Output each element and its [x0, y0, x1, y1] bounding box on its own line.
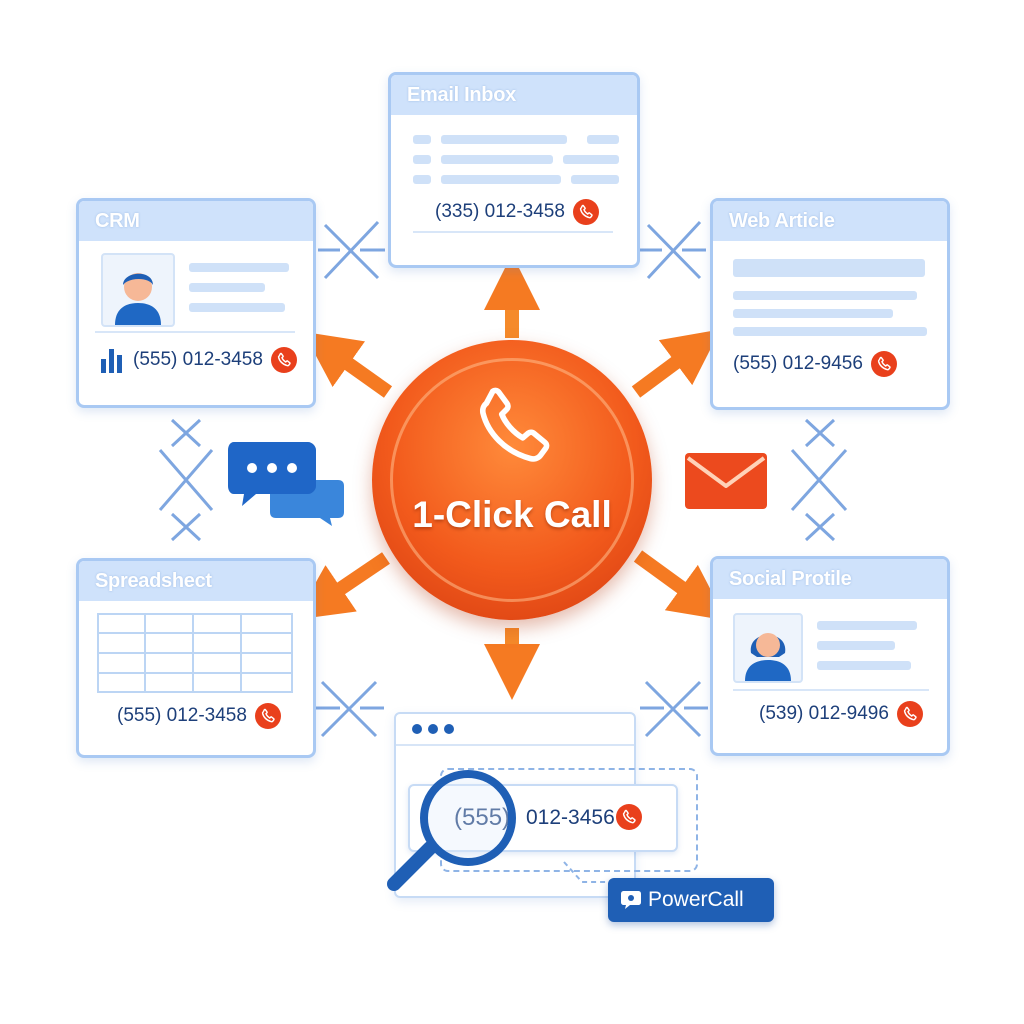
phone-number: (555) 012-3458 — [117, 705, 247, 726]
call-icon[interactable] — [572, 199, 599, 225]
one-click-call-button[interactable]: 1-Click Call — [372, 340, 652, 620]
detected-phone-field[interactable]: (555) 012-3456 — [408, 784, 678, 852]
phone-number: (555) 012-3458 — [133, 349, 263, 370]
phone-area-code: (555) — [454, 804, 510, 832]
avatar-icon — [115, 273, 161, 325]
call-icon[interactable] — [270, 347, 297, 373]
card-title: Social Protile — [713, 559, 947, 599]
call-icon[interactable] — [870, 351, 897, 377]
bar-chart-icon — [101, 349, 122, 373]
powercall-logo-icon — [621, 891, 641, 909]
arrow-down-right — [633, 550, 727, 621]
email-inbox-card[interactable]: Email Inbox (335) 012-3458 — [388, 72, 640, 268]
card-title: CRM — [79, 201, 313, 241]
call-icon[interactable] — [254, 703, 281, 729]
card-title: Spreadshect — [79, 561, 313, 601]
phone-number: (555) 012-9456 — [733, 353, 863, 374]
crm-card[interactable]: CRM (555) 012-3458 — [76, 198, 316, 408]
card-title: Web Article — [713, 201, 947, 241]
avatar-icon — [745, 633, 791, 681]
envelope-icon — [685, 453, 767, 509]
spreadsheet-grid — [97, 613, 293, 693]
phone-row[interactable]: (555) 012-9456 — [733, 351, 897, 377]
avatar — [733, 613, 803, 683]
call-icon[interactable] — [896, 701, 923, 727]
badge-connector — [563, 861, 616, 883]
phone-number: (335) 012-3458 — [435, 201, 565, 222]
social-profile-card[interactable]: Social Protile (539) 012-9496 — [710, 556, 950, 756]
arrow-down-left — [294, 552, 390, 620]
powercall-badge[interactable]: PowerCall — [608, 878, 774, 922]
phone-row[interactable]: (539) 012-9496 — [759, 701, 923, 727]
avatar — [101, 253, 175, 327]
phone-row[interactable]: (555) 012-3458 — [117, 703, 281, 729]
card-title: Email Inbox — [391, 75, 637, 115]
phone-icon — [479, 387, 550, 462]
phone-row[interactable]: (555) 012-3458 — [133, 347, 297, 373]
phone-number: 012-3456 — [526, 806, 615, 829]
phone-number: (539) 012-9496 — [759, 703, 889, 724]
magnifier-icon — [387, 770, 516, 891]
powercall-label: PowerCall — [648, 888, 744, 911]
call-icon[interactable] — [616, 804, 642, 830]
web-article-card[interactable]: Web Article (555) 012-9456 — [710, 198, 950, 410]
center-label: 1-Click Call — [412, 494, 612, 535]
spreadsheet-card[interactable]: Spreadshect (555) 012-3458 — [76, 558, 316, 758]
arrow-up-right — [631, 329, 721, 398]
chat-bubbles-icon — [228, 442, 344, 526]
arrow-up-left — [303, 331, 393, 398]
cross-connectors — [158, 220, 848, 738]
phone-row[interactable]: (335) 012-3458 — [435, 199, 599, 225]
